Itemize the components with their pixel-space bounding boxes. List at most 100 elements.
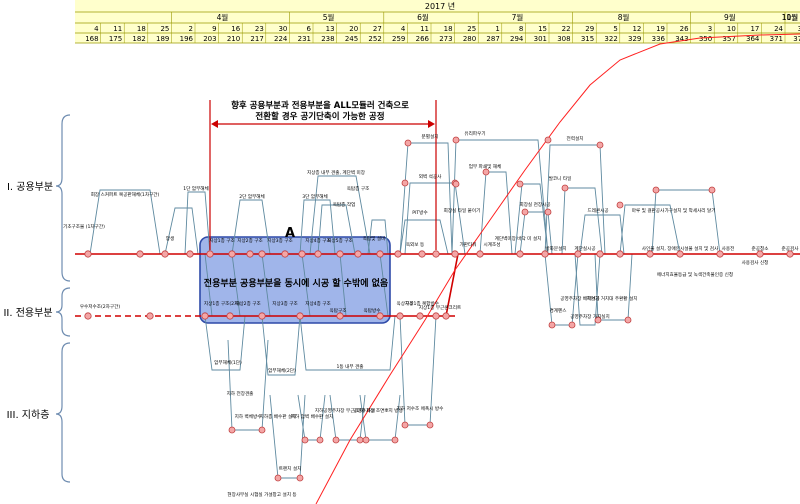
activity-label: 회장 스커퍼트 복공판해체(1차구간) xyxy=(91,191,160,198)
activity-label: 옥탑방수 xyxy=(364,307,381,314)
event-node xyxy=(568,321,576,329)
event-node xyxy=(452,136,460,144)
activity-label: 기초구조물 (1차구간) xyxy=(63,223,105,230)
event-node xyxy=(418,250,426,258)
event-node xyxy=(314,250,322,258)
activity-label: 지하 암벽 배수판 설치 xyxy=(291,413,333,420)
week-number: 238 xyxy=(321,35,334,43)
activity-label: 옥탑층 구조 xyxy=(347,185,370,192)
week-day: 1 xyxy=(495,25,499,33)
week-number: 343 xyxy=(675,35,688,43)
activity-label: 양생 xyxy=(166,235,174,242)
event-node xyxy=(376,250,384,258)
week-day: 4 xyxy=(94,25,99,33)
activity-label: 지상5층 구조 xyxy=(327,237,353,244)
activity-label: 지하층 배수판 설치 xyxy=(260,413,297,420)
activity-path xyxy=(399,315,437,426)
activity-label: 계단실시공 xyxy=(574,245,595,252)
event-node xyxy=(362,436,370,444)
activity-path xyxy=(619,204,681,255)
activity-label: 지상층 내부 견출, 계단벽 미장 xyxy=(307,169,366,176)
event-node xyxy=(201,312,209,320)
week-number: 203 xyxy=(203,35,216,43)
event-node xyxy=(516,250,524,258)
event-node xyxy=(416,312,424,320)
event-node xyxy=(354,250,362,258)
activity-label: 준공청소 xyxy=(752,246,769,252)
week-number: 287 xyxy=(486,35,499,43)
event-node xyxy=(394,250,402,258)
week-number: 189 xyxy=(156,35,169,43)
week-day: 23 xyxy=(255,25,264,33)
activity-label: 준공검사 xyxy=(782,245,800,252)
section-bracket xyxy=(55,342,71,483)
event-node xyxy=(281,250,289,258)
event-node xyxy=(296,312,304,320)
event-node xyxy=(616,250,624,258)
event-node xyxy=(676,250,684,258)
activity-path xyxy=(519,211,553,255)
activity-label: 지상4층 구조 xyxy=(305,300,331,307)
event-node xyxy=(84,250,92,258)
week-number: 168 xyxy=(85,35,98,43)
section-label-private: II. 전용부분 xyxy=(3,307,52,319)
span-note-line1: 향후 공용부분과 전용부분을 ALL모듈러 건축으로 xyxy=(231,100,409,111)
activity-path xyxy=(299,199,336,255)
activity-label: 발코니 타일 xyxy=(549,175,572,182)
activity-path xyxy=(544,253,579,326)
week-number: 224 xyxy=(274,35,288,43)
event-node xyxy=(616,201,624,209)
overlap-region-box xyxy=(199,236,391,324)
activity-path xyxy=(231,253,241,317)
event-node xyxy=(756,250,764,258)
activity-label: 사용전 xyxy=(722,245,735,252)
event-node xyxy=(541,250,549,258)
span-arrow-head-right xyxy=(428,120,435,128)
event-node xyxy=(561,184,569,192)
event-node xyxy=(228,426,236,434)
week-day: 31 xyxy=(798,25,800,33)
activity-label: 옥탑구조 xyxy=(330,307,347,314)
event-node xyxy=(391,436,399,444)
activity-label: 시계조성 xyxy=(484,241,501,248)
activity-path xyxy=(297,394,326,441)
event-node xyxy=(451,250,459,258)
event-node xyxy=(356,436,364,444)
activity-label: 옥탑층 작업 xyxy=(333,201,356,208)
event-node xyxy=(316,436,324,444)
activity-label: 공영주차장 조면뽀지 방생 xyxy=(353,407,402,414)
section-bracket xyxy=(55,114,71,282)
week-day: 25 xyxy=(160,25,169,33)
section-bracket xyxy=(55,287,71,337)
activity-label: 지상2층 구조 xyxy=(237,237,263,244)
week-day: 2 xyxy=(189,25,193,33)
activity-path xyxy=(367,219,389,255)
week-number: 259 xyxy=(392,35,405,43)
activity-label: 옥탑및 설비 xyxy=(363,235,386,242)
event-node xyxy=(426,421,434,429)
activity-path xyxy=(594,253,633,321)
week-day: 30 xyxy=(278,25,287,33)
week-number: 182 xyxy=(132,35,145,43)
event-node xyxy=(296,474,304,482)
week-day: 22 xyxy=(562,25,571,33)
week-day: 4 xyxy=(401,25,406,33)
event-node xyxy=(596,141,604,149)
event-node xyxy=(544,136,552,144)
activity-label: 지상1층 무근콘크리트 xyxy=(419,304,461,311)
week-day: 8 xyxy=(519,25,523,33)
activity-path xyxy=(451,139,549,255)
event-node xyxy=(476,250,484,258)
event-node xyxy=(548,321,556,329)
timeline-header: 2017 년 416811175181822518921969203162102… xyxy=(75,0,800,44)
activity-label: 공영주차장 배학시공 xyxy=(560,295,600,302)
event-node xyxy=(301,436,309,444)
activity-path xyxy=(184,191,211,255)
event-node xyxy=(516,180,524,188)
activity-label: 지상1층 구조(2차) xyxy=(204,300,240,307)
activity-path xyxy=(204,253,213,317)
week-day: 29 xyxy=(585,25,594,33)
event-node xyxy=(336,250,344,258)
event-node xyxy=(716,250,724,258)
month-label: 11월 xyxy=(782,12,799,22)
